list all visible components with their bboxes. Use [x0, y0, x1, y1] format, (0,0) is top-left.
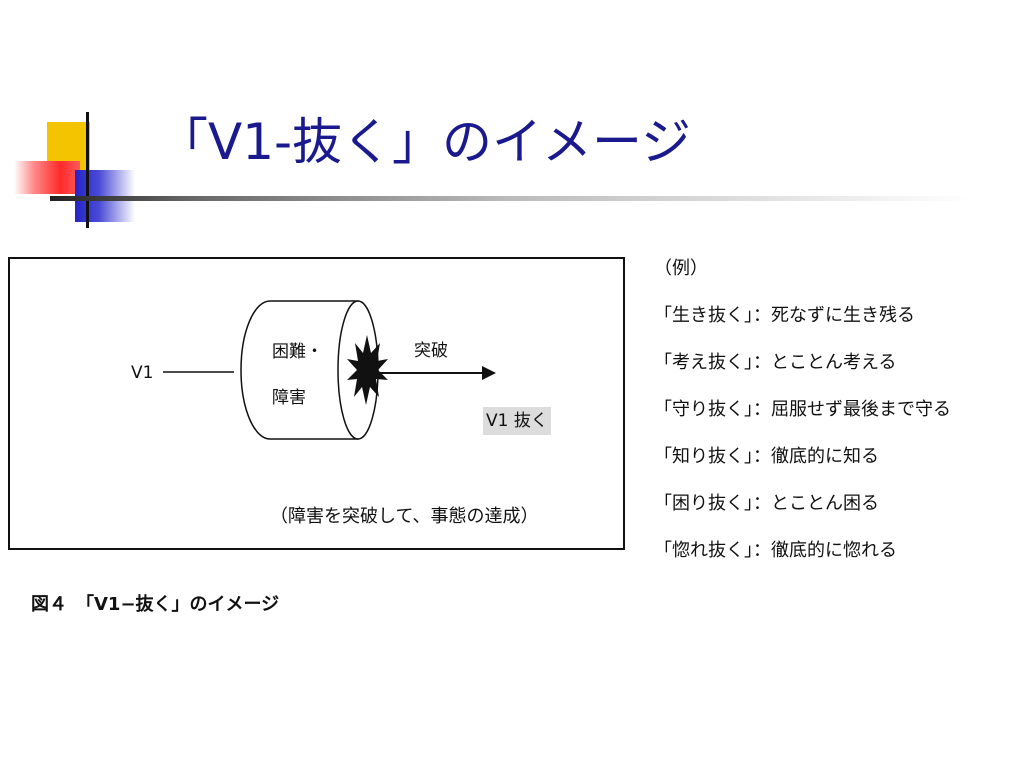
diagram-obstacle-label-1: 困難・: [272, 342, 323, 362]
figure-caption: 図４ 「V1−抜く」のイメージ: [31, 594, 280, 615]
diagram-figure: V1 困難・ 障害 突破 V1 抜く （障害を突破して、事態の達成）: [8, 257, 625, 550]
diagram-graphic: [163, 300, 496, 440]
diagram-inner-caption: （障害を突破して、事態の達成）: [270, 506, 539, 527]
diagram-obstacle-label-2: 障害: [272, 388, 306, 408]
decor-vertical-line: [86, 112, 89, 228]
burst-icon: [347, 335, 388, 405]
decor-red-bar: [14, 161, 80, 194]
examples-list: （例） 「生き抜く」：死なずに生き残る 「考え抜く」：とことん考える 「守り抜く…: [654, 256, 1014, 585]
list-item: 「考え抜く」：とことん考える: [654, 352, 897, 373]
list-item: 「知り抜く」：徹底的に知る: [654, 446, 879, 467]
list-item: 「困り抜く」：とことん困る: [654, 493, 879, 514]
slide-title: 「V1-抜く」のイメージ: [158, 113, 692, 171]
list-item: 「惚れ抜く」：徹底的に惚れる: [654, 540, 897, 561]
diagram-result-label: V1 抜く: [483, 407, 551, 435]
arrow-head-icon: [482, 366, 496, 380]
list-item: 「守り抜く」：屈服せず最後まで守る: [654, 399, 951, 420]
obstacle-cylinder-body: [240, 300, 359, 440]
list-item: 「生き抜く」：死なずに生き残る: [654, 305, 915, 326]
diagram-breakthrough-label: 突破: [414, 341, 448, 361]
title-underline: [50, 196, 970, 201]
diagram-input-label: V1: [131, 363, 154, 383]
examples-heading: （例）: [654, 258, 708, 279]
